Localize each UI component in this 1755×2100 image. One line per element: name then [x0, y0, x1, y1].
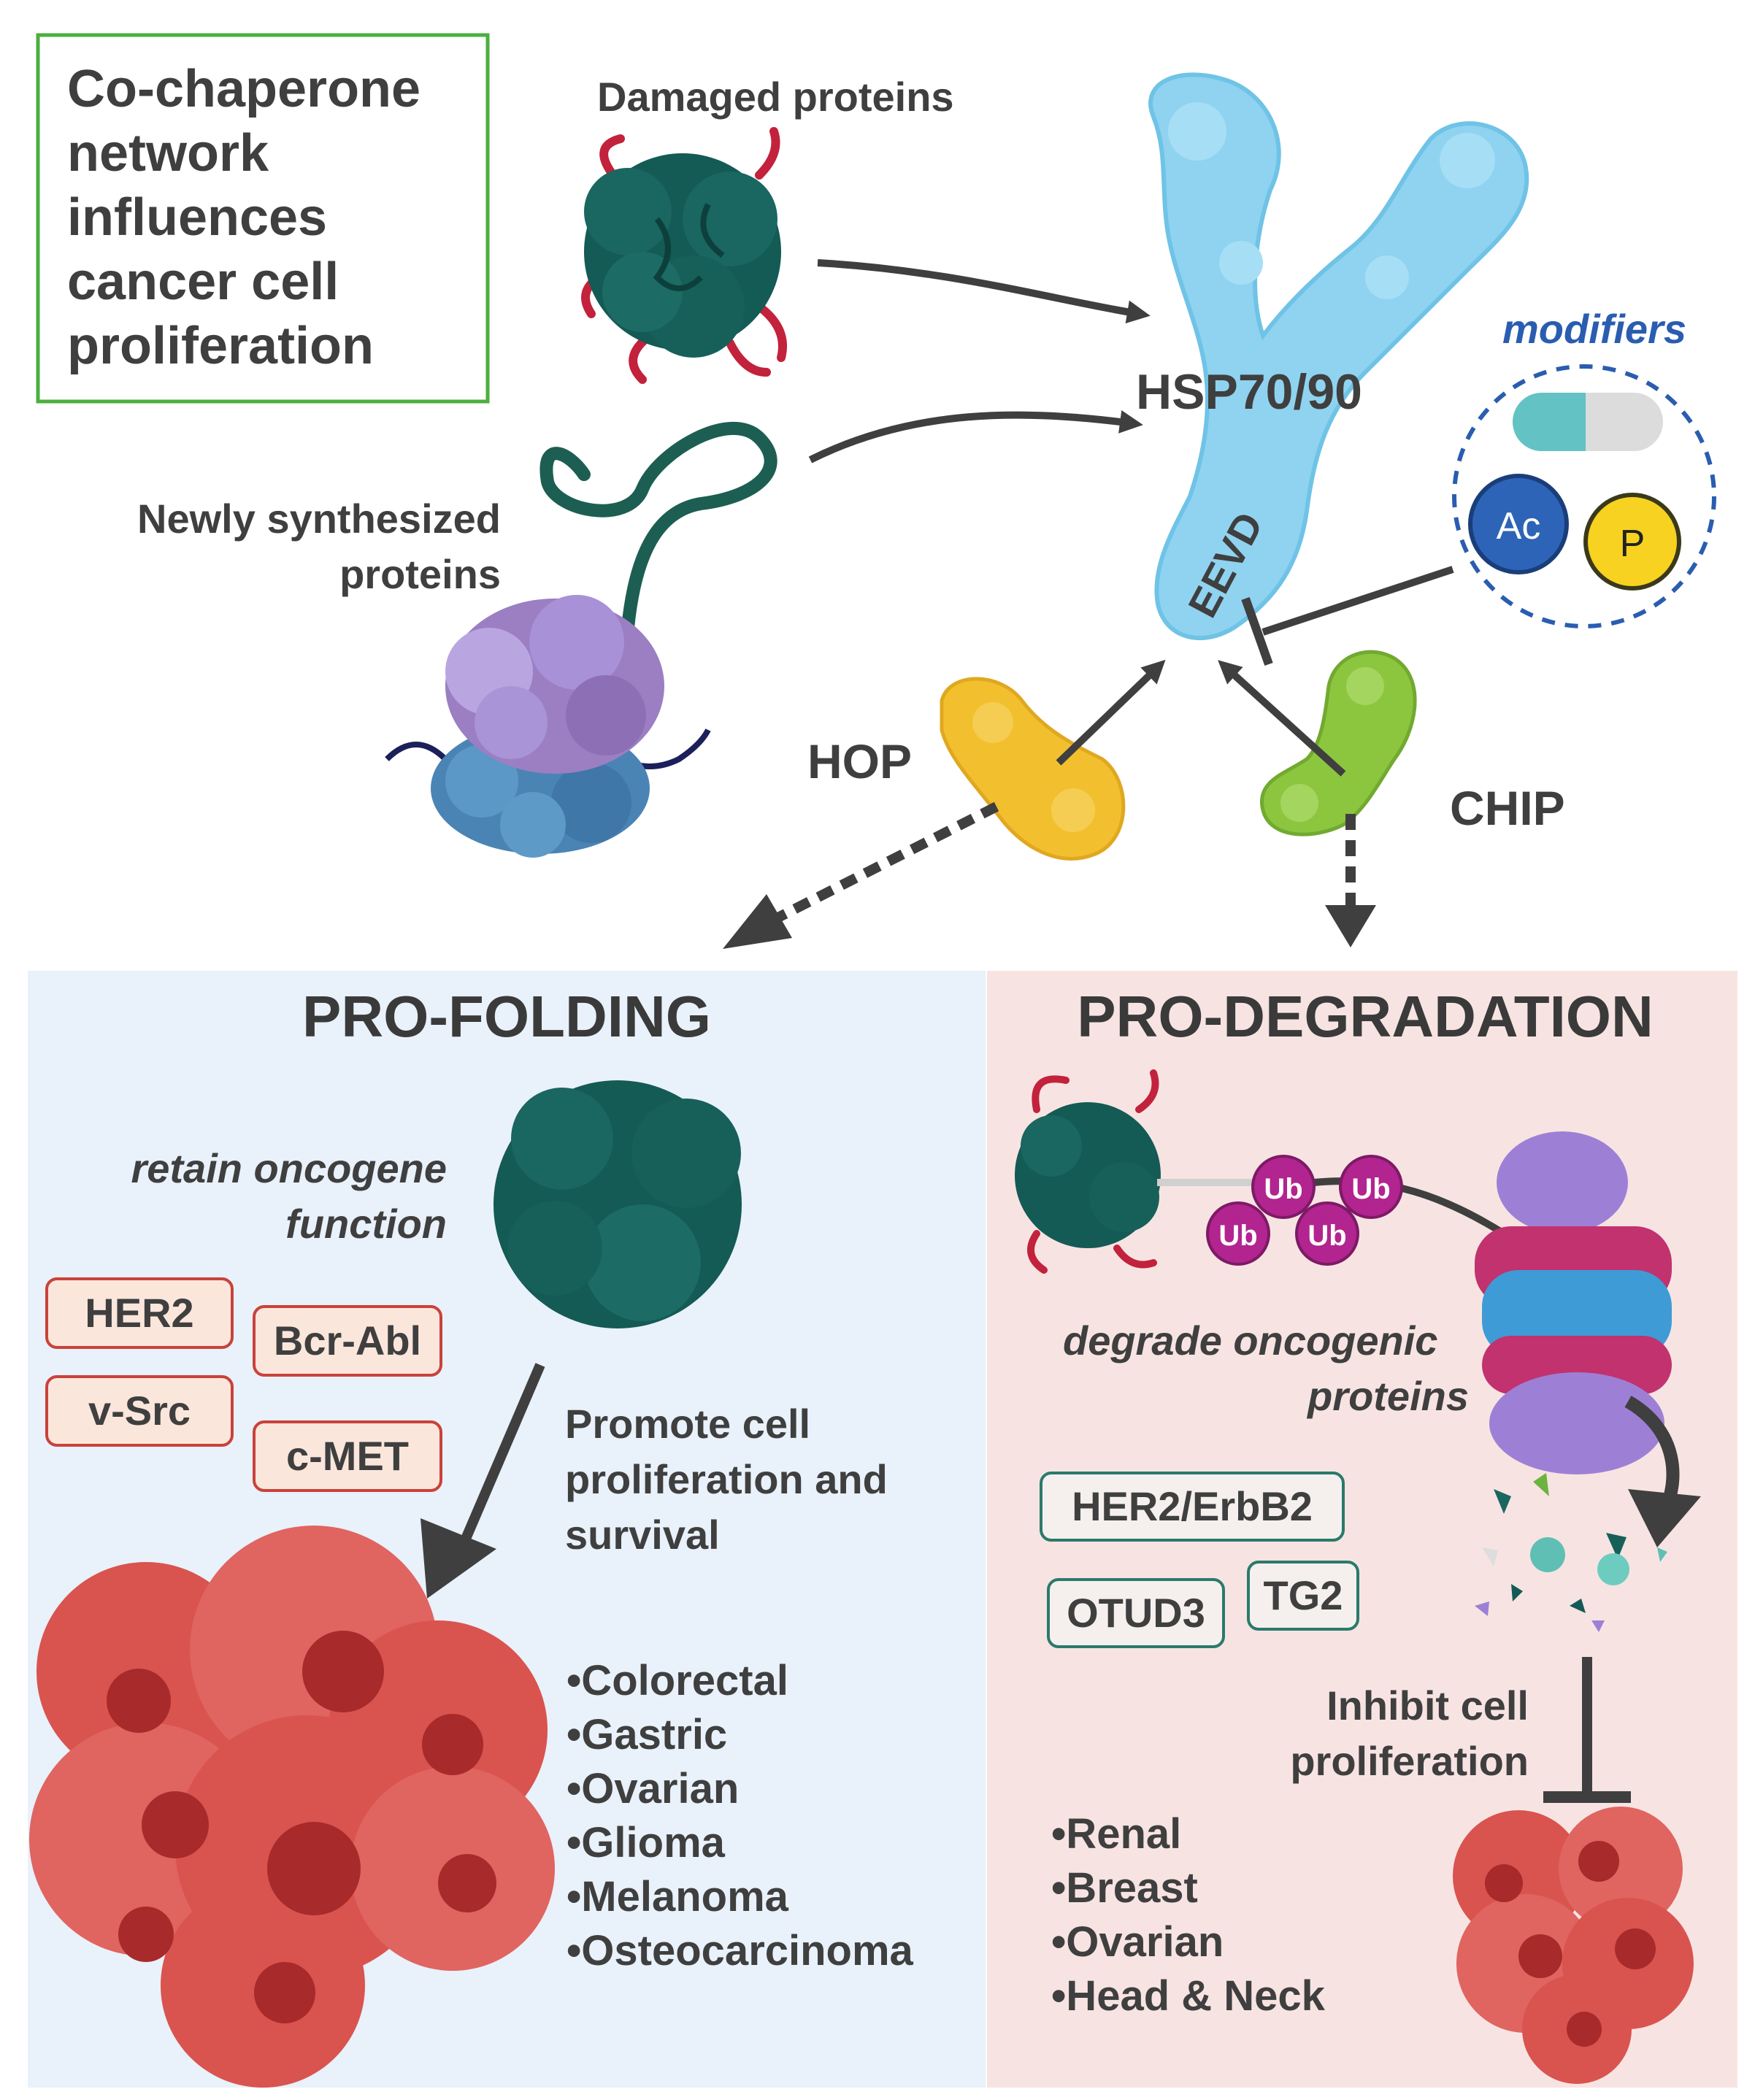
damaged-protein-small-icon [1015, 1069, 1161, 1274]
modifiers-circle [1452, 364, 1716, 628]
acetyl-label: Ac [1497, 505, 1541, 547]
oncogene-tag-v-src: v-Src [45, 1375, 234, 1447]
folding-cancer-2: •Gastric [567, 1711, 727, 1758]
degradation-tag-her2-erbb2-text: HER2/ErbB2 [1072, 1483, 1313, 1529]
ub-label-2: Ub [1351, 1173, 1390, 1205]
folding-cancer-1: •Colorectal [567, 1657, 788, 1704]
oncogene-tag-v-src-text: v-Src [88, 1388, 191, 1434]
arrow-hop-to-hsp [1056, 659, 1166, 766]
modifiers-inhibition-bar [1241, 596, 1273, 666]
hsp-label: HSP70/90 [1136, 364, 1362, 420]
pro-folding-heading: PRO-FOLDING [302, 984, 711, 1049]
arrow-chip-to-hsp [1218, 660, 1346, 777]
retain-caption-2: function [285, 1201, 447, 1247]
title-line-4: cancer cell [67, 253, 339, 311]
hop-icon [940, 677, 1126, 861]
oncogene-tag-her2: HER2 [45, 1277, 234, 1349]
pro-degradation-heading: PRO-DEGRADATION [1077, 984, 1654, 1049]
title-line-1: Co-chaperone [67, 60, 420, 118]
damaged-protein-icon [581, 127, 787, 384]
modifiers-inhibition-line [1261, 566, 1454, 636]
ribosome-icon [385, 422, 777, 858]
degradation-cancer-1: •Renal [1051, 1810, 1181, 1858]
arrow-damaged-to-hsp [817, 259, 1151, 324]
degradation-cancer-4: •Head & Neck [1051, 1972, 1326, 2020]
chip-icon [1259, 650, 1417, 836]
degradation-tag-her2-erbb2: HER2/ErbB2 [1040, 1472, 1345, 1542]
folding-cancer-6: •Osteocarcinoma [567, 1927, 914, 1974]
peptide-fragments-icon [1475, 1473, 1667, 1632]
ub-label-3: Ub [1218, 1220, 1257, 1252]
degradation-cancer-3: •Ovarian [1051, 1918, 1224, 1966]
oncogene-tag-bcr-abl: Bcr-Abl [253, 1305, 442, 1377]
folded-protein-icon [494, 1080, 742, 1328]
hsp-chaperone-icon [1148, 72, 1529, 641]
phospho-label: P [1620, 523, 1645, 565]
inhibit-line-1: Inhibit cell [1326, 1682, 1529, 1728]
arrow-folding-to-tumor [448, 1363, 545, 1572]
degradation-tag-tg2: TG2 [1247, 1561, 1359, 1631]
oncogene-tag-bcr-abl-text: Bcr-Abl [274, 1318, 421, 1364]
ub-label-4: Ub [1307, 1220, 1346, 1252]
folding-cancer-5: •Melanoma [567, 1873, 789, 1920]
oncogene-tag-her2-text: HER2 [85, 1290, 193, 1336]
small-tumor-icon [1453, 1807, 1694, 2084]
ub-chain-icon [1206, 1155, 1403, 1266]
degradation-tag-tg2-text: TG2 [1264, 1572, 1343, 1618]
promote-line-1: Promote cell [565, 1401, 810, 1447]
degrade-caption-1: degrade oncogenic [1063, 1318, 1437, 1364]
modifiers-label: modifiers [1502, 306, 1686, 352]
oncogene-tag-c-met: c-MET [253, 1420, 442, 1492]
newly-synthesized-label-1: Newly synthesized [137, 496, 501, 542]
degrade-caption-2: proteins [1306, 1373, 1469, 1419]
arrow-newly-to-hsp [808, 410, 1143, 464]
folding-cancer-3: •Ovarian [567, 1765, 739, 1812]
title-line-5: proliferation [67, 317, 374, 375]
promote-line-3: survival [565, 1512, 720, 1558]
phospho-icon [1583, 493, 1681, 591]
title-line-2: network [67, 124, 269, 182]
inhibit-line-2: proliferation [1290, 1738, 1529, 1784]
damaged-proteins-label: Damaged proteins [597, 74, 954, 120]
degradation-tag-otud3-text: OTUD3 [1067, 1590, 1205, 1636]
title-box: Co-chaperone network influences cancer c… [36, 33, 490, 404]
pill-icon [1513, 393, 1663, 451]
proteasome-icon [1475, 1131, 1672, 1474]
ub-label-1: Ub [1264, 1173, 1302, 1205]
retain-caption-1: retain oncogene [131, 1145, 447, 1191]
hop-label: HOP [807, 734, 912, 788]
title-line-3: influences [67, 188, 327, 247]
acetyl-icon [1468, 474, 1569, 574]
chip-label: CHIP [1450, 781, 1565, 835]
oncogene-tag-c-met-text: c-MET [286, 1433, 409, 1479]
folding-cancer-4: •Glioma [567, 1819, 726, 1866]
promote-line-2: proliferation and [565, 1456, 888, 1502]
large-tumor-icon [29, 1526, 555, 2088]
degradation-cancer-2: •Breast [1051, 1864, 1198, 1912]
degradation-tag-otud3: OTUD3 [1047, 1578, 1225, 1648]
dotted-arrow-pro-folding [764, 801, 999, 928]
newly-synthesized-label-2: proteins [339, 551, 501, 597]
